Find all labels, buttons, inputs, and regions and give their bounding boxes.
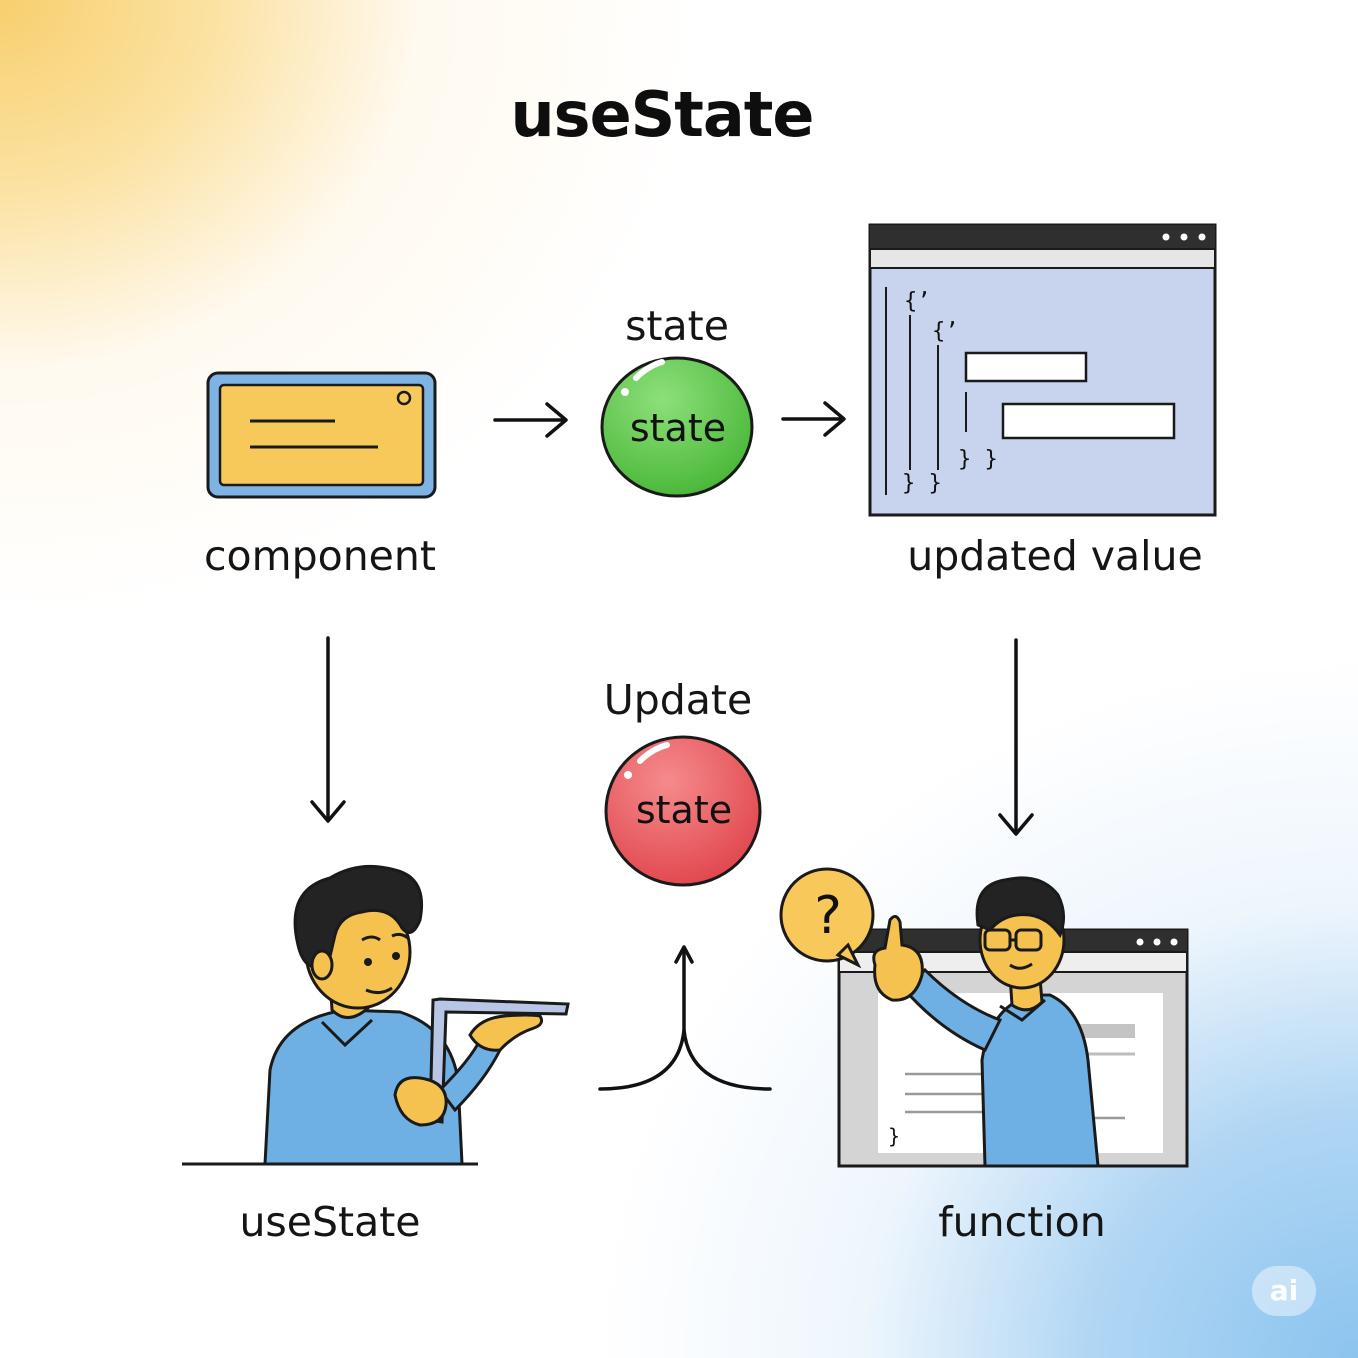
- green-ball-text: state: [630, 406, 726, 450]
- ai-badge: ai: [1252, 1266, 1316, 1316]
- code-line: {ʼ: [904, 289, 931, 314]
- arrow-down-icon: [998, 638, 1034, 836]
- person-pointing-at-window-illustration: } ?: [779, 867, 1189, 1168]
- code-line: } }: [958, 447, 998, 472]
- code-line: {ʼ: [932, 319, 959, 344]
- red-ball-text: state: [636, 788, 732, 832]
- component-card-icon: [206, 371, 437, 499]
- update-state-ball-red: state: [604, 735, 762, 887]
- merge-up-arrow-icon: [598, 945, 772, 1091]
- usestate-label: useState: [239, 1198, 421, 1246]
- arrow-down-icon: [310, 636, 346, 823]
- state-ball-green: state: [600, 356, 754, 498]
- function-label: function: [938, 1198, 1106, 1246]
- update-label: Update: [603, 676, 753, 724]
- component-label: component: [204, 532, 436, 580]
- code-line: } }: [902, 471, 942, 496]
- state-label: state: [625, 302, 729, 350]
- person-holding-tray-illustration: [182, 864, 570, 1166]
- code-window-icon: {ʼ {ʼ } } } }: [868, 223, 1217, 517]
- arrow-right-icon: [781, 401, 846, 437]
- window-brace: }: [888, 1124, 900, 1148]
- arrow-right-icon: [493, 402, 568, 438]
- diagram-title: useState: [510, 78, 815, 151]
- updated-value-label: updated value: [907, 532, 1203, 580]
- question-mark-icon: ?: [814, 886, 842, 946]
